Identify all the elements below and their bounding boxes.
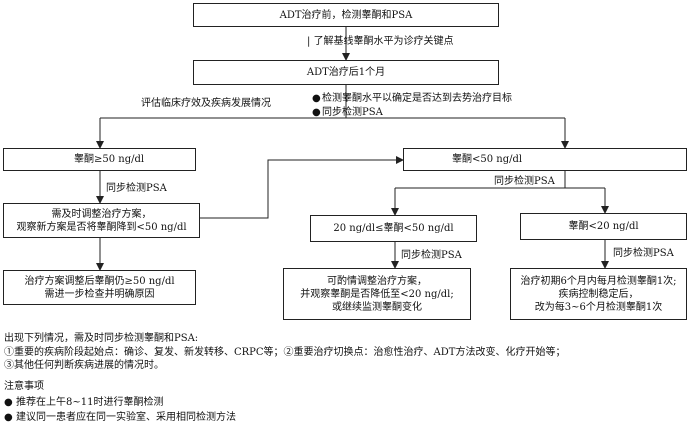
box-monitoring-schedule-line2: 疾病控制稳定后， <box>558 288 639 300</box>
box-adjust-treatment: 需及时调整治疗方案， 观察新方案是否将睾酮降到<50 ng/dl <box>3 203 200 238</box>
bullet-check-castration-text: 检测睾酮水平以确定是否达到去势治疗目标 <box>322 93 512 104</box>
box-still-ge-50-line2: 需进一步检查并明确原因 <box>44 288 155 300</box>
label-sync-psa-left: 同步检测PSA <box>106 183 167 194</box>
box-adt-1-month: ADT治疗后1个月 <box>193 60 499 85</box>
box-adjust-or-monitor: 可酌情调整治疗方案， 并观察睾酮是否降低至<20 ng/dl; 或继续监测睾酮变… <box>283 268 471 320</box>
box-still-ge-50: 治疗方案调整后睾酮仍≥50 ng/dl 需进一步检查并明确原因 <box>3 270 196 305</box>
box-monitoring-schedule-line3: 改为每3~6个月检测睾酮1次 <box>534 301 663 313</box>
bullet-icon: ● <box>312 93 321 104</box>
notes-heading: 出现下列情况，需及时同步检测睾酮和PSA: <box>4 333 199 344</box>
arrow-b4-b6 <box>200 156 404 219</box>
bullet-sync-psa: ●同步检测PSA <box>312 106 383 119</box>
bullet-icon: ● <box>4 412 13 423</box>
box-adjust-treatment-line1: 需及时调整治疗方案， <box>51 208 152 220</box>
box-adt-1-month-text: ADT治疗后1个月 <box>306 67 386 78</box>
notes-item-2: ③其他任何判断疾病进展的情况时。 <box>4 360 164 371</box>
box-monitoring-schedule-line1: 治疗初期6个月内每月检测睾酮1次; <box>520 275 677 287</box>
box-testosterone-ge-50: 睾酮≥50 ng/dl <box>3 148 196 171</box>
notes-tip-1: ●推荐在上午8~11时进行睾酮检测 <box>4 396 163 409</box>
notes-tip-2: ●建议同一患者应在同一实验室、采用相同检测方法 <box>4 411 236 424</box>
notes-tip-1-text: 推荐在上午8~11时进行睾酮检测 <box>16 397 164 408</box>
box-adt-baseline-text: ADT治疗前，检测睾酮和PSA <box>279 9 413 21</box>
label-baseline-key: | 了解基线睾酮水平为诊疗关键点 <box>307 35 454 48</box>
box-testosterone-20-50: 20 ng/dl≤睾酮<50 ng/dl <box>310 215 477 242</box>
label-sync-psa-center: 同步检测PSA <box>494 176 555 187</box>
box-adt-baseline: ADT治疗前，检测睾酮和PSA <box>193 3 499 27</box>
box-testosterone-ge-50-text: 睾酮≥50 ng/dl <box>74 154 145 165</box>
box-testosterone-lt-50-text: 睾酮<50 ng/dl <box>452 154 523 165</box>
box-adjust-or-monitor-line3: 或继续监测睾酮变化 <box>332 301 422 313</box>
box-still-ge-50-line1: 治疗方案调整后睾酮仍≥50 ng/dl <box>24 275 175 287</box>
bullet-icon: ● <box>4 397 13 408</box>
box-adjust-or-monitor-line1: 可酌情调整治疗方案， <box>327 275 427 287</box>
notes-tip-2-text: 建议同一患者应在同一实验室、采用相同检测方法 <box>16 412 236 423</box>
pipe-icon: | <box>307 36 314 47</box>
notes-attention-heading: 注意事项 <box>4 381 44 392</box>
box-monitoring-schedule: 治疗初期6个月内每月检测睾酮1次; 疾病控制稳定后， 改为每3~6个月检测睾酮1… <box>510 268 687 320</box>
bullet-icon: ● <box>312 107 321 118</box>
label-sync-psa-mid: 同步检测PSA <box>401 250 462 261</box>
box-testosterone-lt-20: 睾酮<20 ng/dl <box>520 213 687 240</box>
label-evaluate-efficacy: 评估临床疗效及疾病发展情况 <box>141 98 271 109</box>
box-adjust-treatment-line2: 观察新方案是否将睾酮降到<50 ng/dl <box>16 221 187 233</box>
label-baseline-key-text: 了解基线睾酮水平为诊疗关键点 <box>313 36 454 47</box>
box-adjust-or-monitor-line2: 并观察睾酮是否降低至<20 ng/dl; <box>300 288 454 300</box>
notes-item-1: ①重要的疾病阶段起始点：确诊、复发、新发转移、CRPC等；②重要治疗切换点：治愈… <box>4 347 566 358</box>
box-testosterone-lt-20-text: 睾酮<20 ng/dl <box>568 221 639 232</box>
bullet-check-castration: ●检测睾酮水平以确定是否达到去势治疗目标 <box>312 92 512 105</box>
box-testosterone-20-50-text: 20 ng/dl≤睾酮<50 ng/dl <box>333 223 454 234</box>
box-testosterone-lt-50: 睾酮<50 ng/dl <box>403 148 687 171</box>
label-sync-psa-right: 同步检测PSA <box>613 248 674 259</box>
bullet-sync-psa-text: 同步检测PSA <box>322 107 383 118</box>
